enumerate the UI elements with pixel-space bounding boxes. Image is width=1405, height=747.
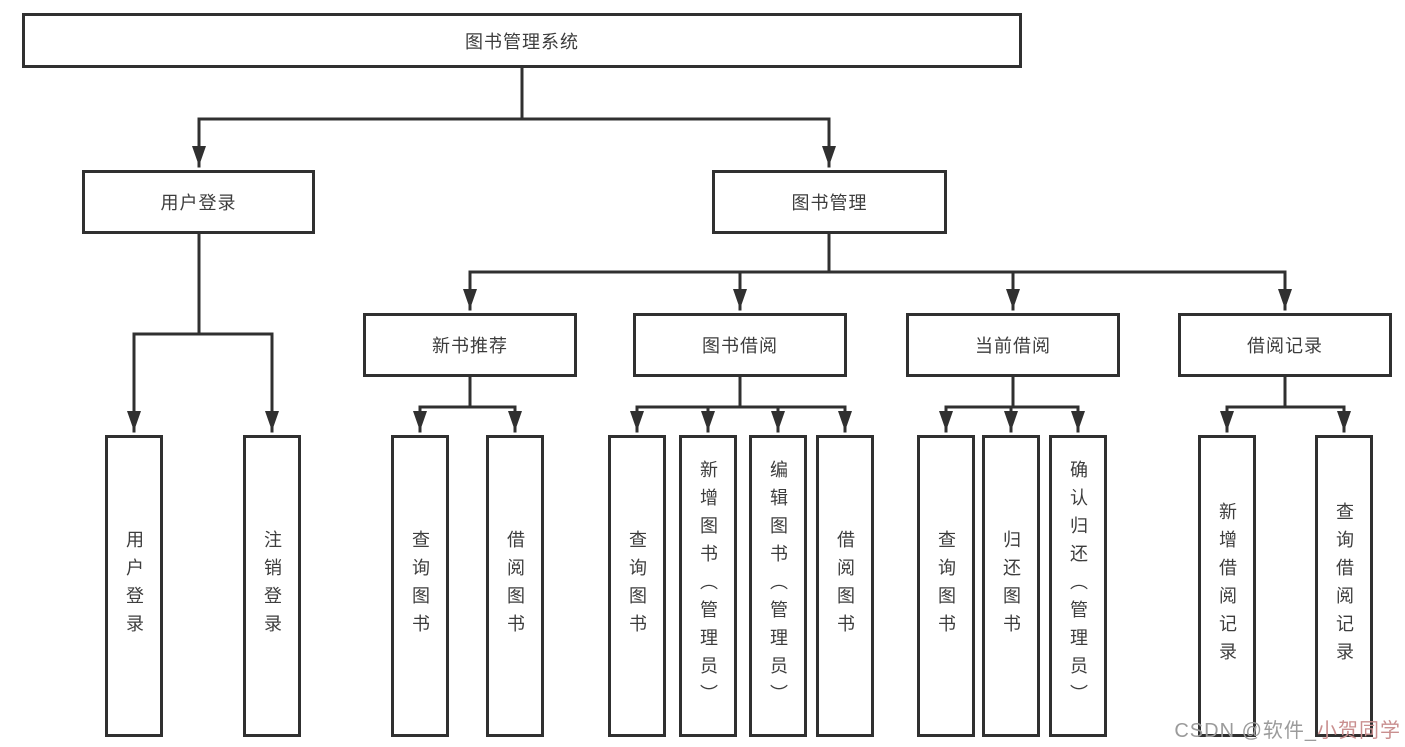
leaf-query-borrow-record: 查询借阅记录 [1315, 435, 1373, 737]
node-current-borrowing: 当前借阅 [906, 313, 1120, 377]
leaf-query-books-borrowing: 查询图书 [608, 435, 666, 737]
node-borrowing-records: 借阅记录 [1178, 313, 1392, 377]
leaf-add-books-admin: 新增图书（管理员） [679, 435, 737, 737]
leaf-query-books-recommend: 查询图书 [391, 435, 449, 737]
node-library-management-system: 图书管理系统 [22, 13, 1022, 68]
node-new-book-recommend: 新书推荐 [363, 313, 577, 377]
node-book-management-module: 图书管理 [712, 170, 947, 234]
leaf-borrow-books-recommend: 借阅图书 [486, 435, 544, 737]
leaf-borrow-books: 借阅图书 [816, 435, 874, 737]
node-user-login-module: 用户登录 [82, 170, 315, 234]
leaf-query-books-current: 查询图书 [917, 435, 975, 737]
leaf-logout: 注销登录 [243, 435, 301, 737]
leaf-user-login: 用户登录 [105, 435, 163, 737]
leaf-confirm-return-admin: 确认归还（管理员） [1049, 435, 1107, 737]
node-book-borrowing: 图书借阅 [633, 313, 847, 377]
leaf-edit-books-admin: 编辑图书（管理员） [749, 435, 807, 737]
leaf-add-borrow-record: 新增借阅记录 [1198, 435, 1256, 737]
leaf-return-books: 归还图书 [982, 435, 1040, 737]
